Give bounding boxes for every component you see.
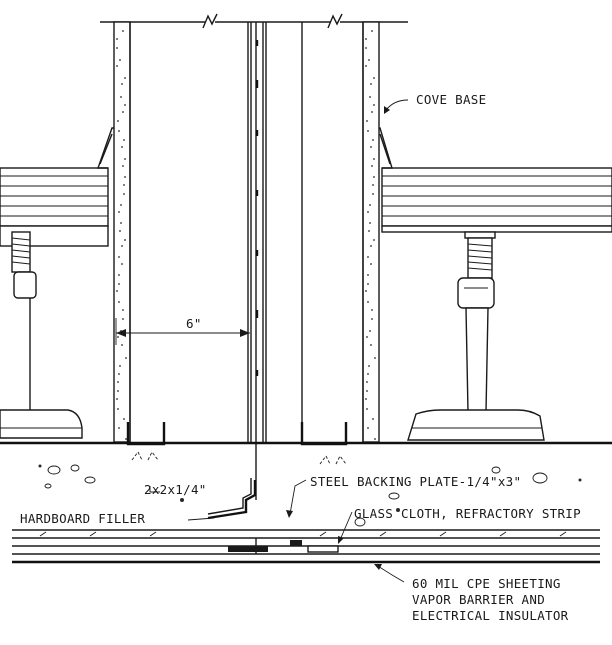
left-pedestal — [0, 231, 83, 439]
leader-lines — [149, 99, 409, 583]
angle-label: 2x2x1/4" — [144, 482, 207, 497]
aggregate-stones — [38, 464, 582, 527]
top-break-line — [100, 13, 408, 29]
dimension-six-inch: 6" — [115, 316, 250, 345]
steel-backing-plate-label: STEEL BACKING PLATE-1/4"x3" — [310, 474, 521, 489]
wall-feet — [126, 422, 348, 465]
glass-cloth-label: GLASS CLOTH, REFRACTORY STRIP — [354, 506, 581, 521]
cpe-sheeting-label: 60 MIL CPE SHEETING — [412, 576, 561, 591]
base-layers — [12, 529, 600, 564]
cove-base-label: COVE BASE — [416, 92, 486, 107]
dimension-label: 6" — [186, 316, 202, 331]
right-pedestal — [407, 231, 545, 441]
left-floor-slab — [0, 127, 114, 247]
left-wall-panel — [113, 21, 252, 443]
hardboard-filler-label: HARDBOARD FILLER — [20, 511, 145, 526]
steel-angle — [207, 478, 257, 520]
electrical-insulator-label: ELECTRICAL INSULATOR — [412, 608, 569, 623]
right-floor-slab — [379, 127, 612, 233]
vapor-barrier-label: VAPOR BARRIER AND — [412, 592, 545, 607]
center-joint — [255, 22, 259, 500]
right-wall-panel — [262, 21, 380, 443]
